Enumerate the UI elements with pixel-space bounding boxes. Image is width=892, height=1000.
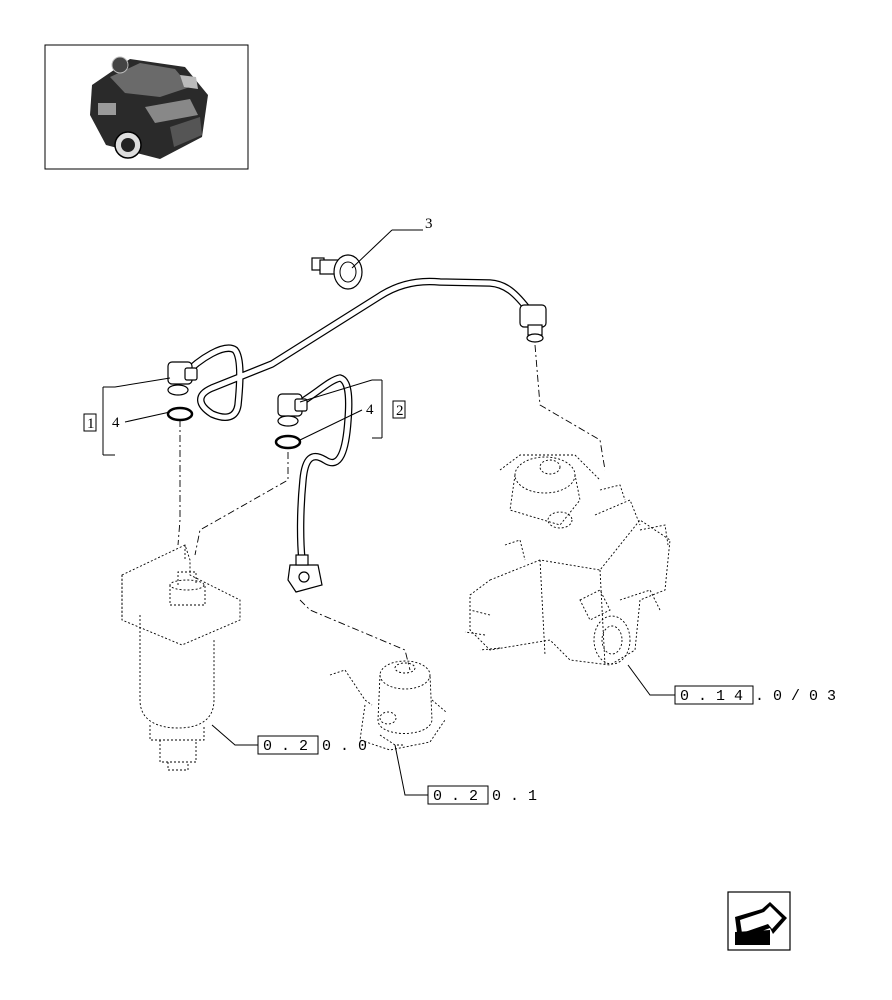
- ref-injection-pump-rest: . 0 / 0 3: [755, 688, 836, 705]
- banjo-fitting-middle: [277, 393, 308, 427]
- engine-thumbnail-icon[interactable]: [44, 44, 249, 170]
- sealing-washer-left: [166, 406, 194, 422]
- ref-fuel-filter[interactable]: 0 . 2 0 . 0: [257, 735, 367, 755]
- ref-lift-pump-rest: 0 . 1: [492, 788, 537, 805]
- group-2-label: 2: [396, 403, 404, 419]
- banjo-fitting-left: [167, 361, 198, 396]
- lift-pump: [329, 660, 447, 751]
- bleed-screw: [311, 254, 363, 290]
- previous-page-arrow-icon[interactable]: [727, 891, 791, 951]
- ref-lift-pump[interactable]: 0 . 2 0 . 1: [427, 785, 537, 805]
- ref-lift-pump-boxed: 0 . 2: [433, 788, 478, 805]
- ref-fuel-filter-boxed: 0 . 2: [263, 738, 308, 755]
- banjo-fitting-right: [519, 304, 547, 343]
- callout-4-left: 4: [112, 415, 120, 431]
- ref-injection-pump[interactable]: 0 . 1 4 . 0 / 0 3: [674, 685, 836, 705]
- group-1-label: 1: [87, 416, 95, 432]
- callout-4-right: 4: [366, 402, 374, 418]
- banjo-fitting-lower: [287, 554, 323, 593]
- callout-3: 3: [425, 216, 433, 232]
- ref-fuel-filter-rest: 0 . 0: [322, 738, 367, 755]
- injection-pump: [464, 454, 671, 666]
- sealing-washer-middle: [274, 434, 302, 450]
- fuel-filter: [121, 544, 241, 771]
- ref-injection-pump-boxed: 0 . 1 4: [680, 688, 743, 705]
